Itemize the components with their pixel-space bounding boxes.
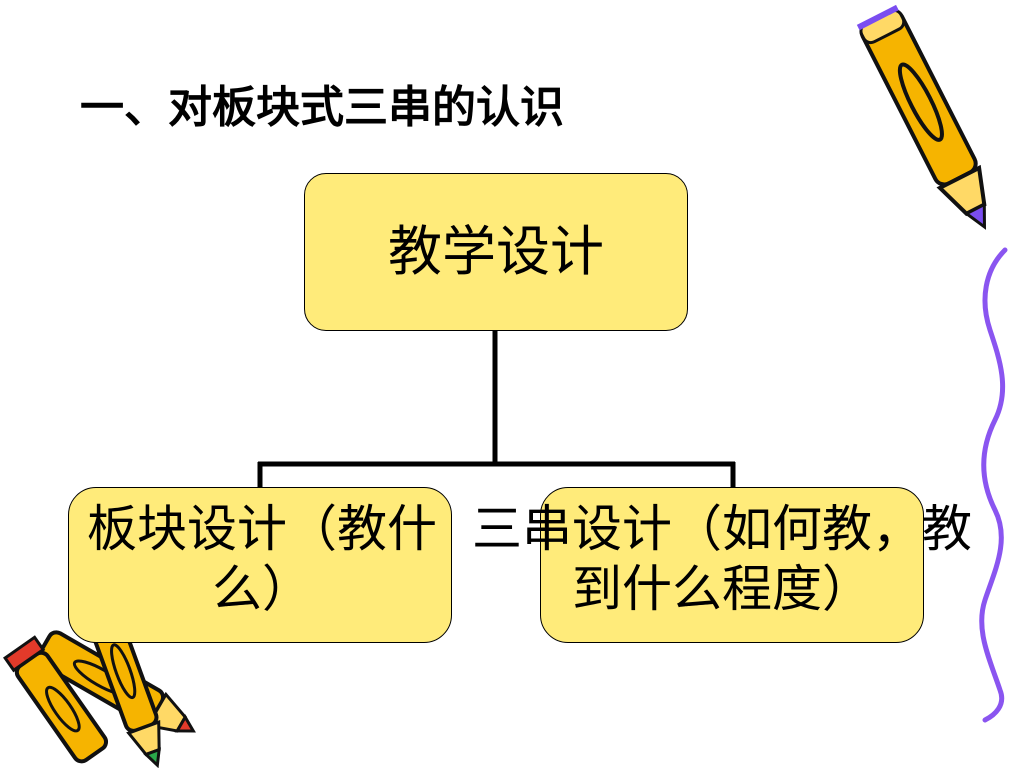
diagram-node-left-label: 板块设计（教什么） [87,500,437,618]
diagram-node-left [68,487,452,643]
diagram-node-right [540,487,924,643]
diagram-node-root: 教学设计 [304,173,688,331]
slide-title: 一、对板块式三串的认识 [80,82,564,133]
diagram-node-right-label: 三串设计（如何教，教到什么程度） [472,500,972,618]
diagram-node-root-label: 教学设计 [388,220,604,283]
